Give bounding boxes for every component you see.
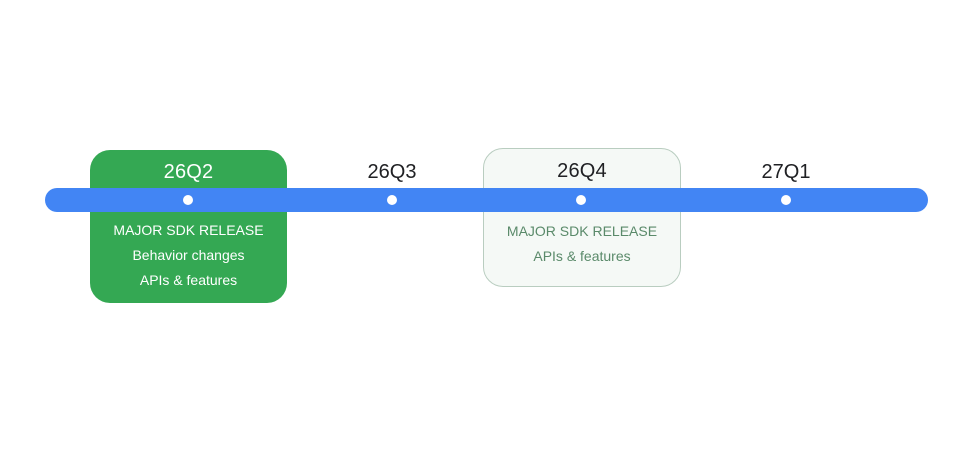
timeline-dot-26q2[interactable] <box>183 195 193 205</box>
milestone-card-26q2[interactable]: 26Q2 MAJOR SDK RELEASE Behavior changes … <box>90 150 287 303</box>
milestone-label-27q1: 27Q1 <box>761 161 811 183</box>
timeline-dot-26q4[interactable] <box>576 195 586 205</box>
milestone-line: APIs & features <box>533 248 631 264</box>
milestone-line: Behavior changes <box>132 247 245 263</box>
milestone-label-26q3: 26Q3 <box>367 161 417 183</box>
milestone-body-26q2: MAJOR SDK RELEASE Behavior changes APIs … <box>90 218 287 293</box>
milestone-line: MAJOR SDK RELEASE <box>113 222 264 238</box>
timeline-dot-27q1[interactable] <box>781 195 791 205</box>
milestone-title-26q2: 26Q2 <box>163 161 214 183</box>
milestone-line: MAJOR SDK RELEASE <box>506 223 658 239</box>
milestone-card-26q4[interactable]: 26Q4 MAJOR SDK RELEASE APIs & features <box>483 148 681 287</box>
timeline-bar <box>45 188 928 212</box>
timeline-dot-26q3[interactable] <box>387 195 397 205</box>
milestone-body-26q4: MAJOR SDK RELEASE APIs & features <box>484 219 680 269</box>
milestone-title-26q4: 26Q4 <box>557 160 607 182</box>
milestone-line: APIs & features <box>139 272 238 288</box>
